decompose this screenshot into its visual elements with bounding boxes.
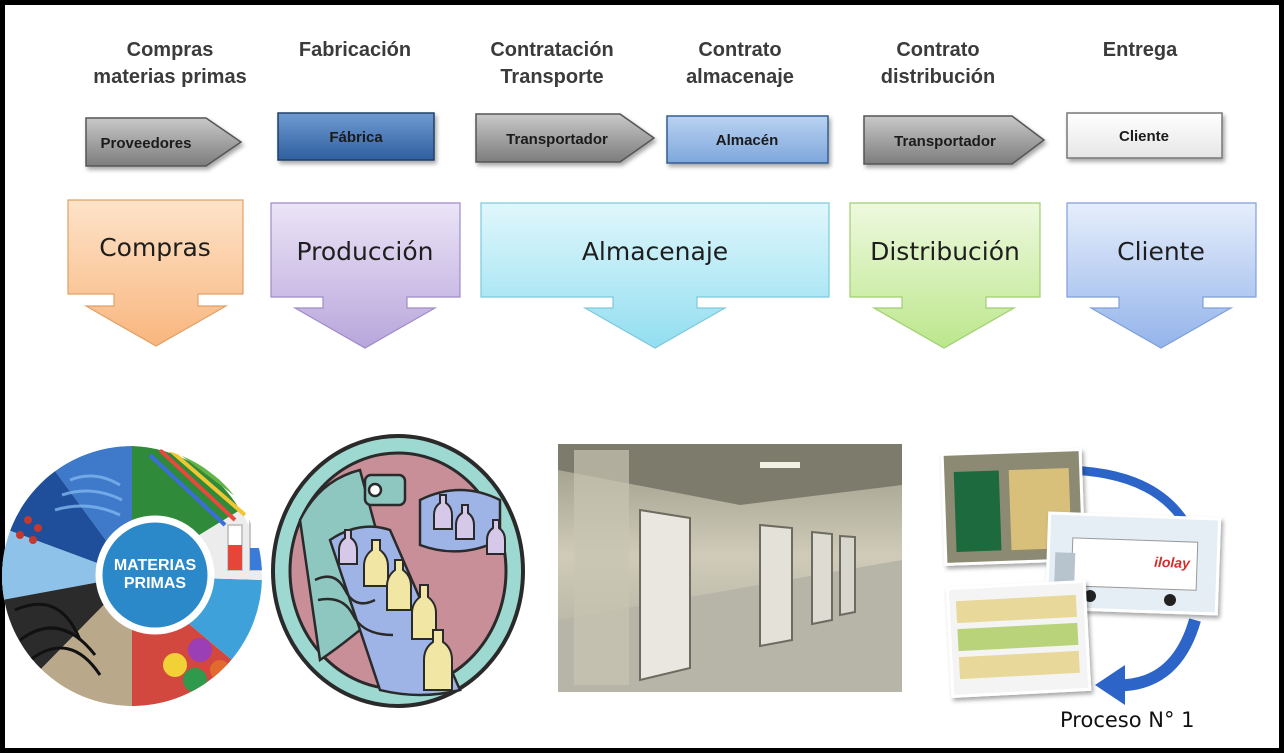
process-block-distribucion: Distribución xyxy=(849,202,1041,349)
materias-primas-label-2: PRIMAS xyxy=(124,575,187,592)
arrow-fabrica: Fábrica xyxy=(277,112,435,161)
materias-primas-label-1: MATERIAS xyxy=(114,557,197,574)
distribution-cycle-image: ilolay xyxy=(940,448,1222,705)
block-label-almacenaje: Almacenaje xyxy=(582,237,728,266)
process-caption: Proceso N° 1 xyxy=(1060,708,1195,732)
arrow-label-almacen: Almacén xyxy=(716,132,779,149)
block-label-distribucion: Distribución xyxy=(870,237,1020,266)
block-label-produccion: Producción xyxy=(297,237,434,266)
arrow-label-proveedores: Proveedores xyxy=(101,135,192,152)
arrow-almacen: Almacén xyxy=(666,115,829,164)
warehouse-photo xyxy=(558,444,902,692)
factory-illustration xyxy=(271,434,525,708)
arrow-transportador-2: Transportador xyxy=(863,115,1046,165)
stage-arrows: Proveedores Fábrica Transportador Almacé… xyxy=(85,112,1223,167)
raw-materials-image: MATERIAS PRIMAS xyxy=(2,446,262,706)
process-block-compras: Compras xyxy=(67,199,244,347)
block-label-cliente: Cliente xyxy=(1117,237,1205,266)
process-block-almacenaje: Almacenaje xyxy=(480,202,830,349)
process-block-cliente: Cliente xyxy=(1066,202,1257,349)
stage-label-fabricacion: Fabricación xyxy=(298,39,412,61)
stage-label-entrega: Entrega xyxy=(1102,39,1178,61)
arrow-transportador-1: Transportador xyxy=(475,113,656,163)
truck-brand-label: ilolay xyxy=(1154,554,1192,571)
arrow-proveedores: Proveedores xyxy=(85,117,243,167)
arrow-label-transportador-2: Transportador xyxy=(894,133,996,150)
arrow-label-transportador-1: Transportador xyxy=(506,131,608,148)
arrow-cliente: Cliente xyxy=(1066,112,1223,159)
arrow-label-cliente: Cliente xyxy=(1119,128,1169,145)
process-block-produccion: Producción xyxy=(270,202,461,349)
arrow-label-fabrica: Fábrica xyxy=(329,129,383,146)
block-label-compras: Compras xyxy=(99,233,211,262)
